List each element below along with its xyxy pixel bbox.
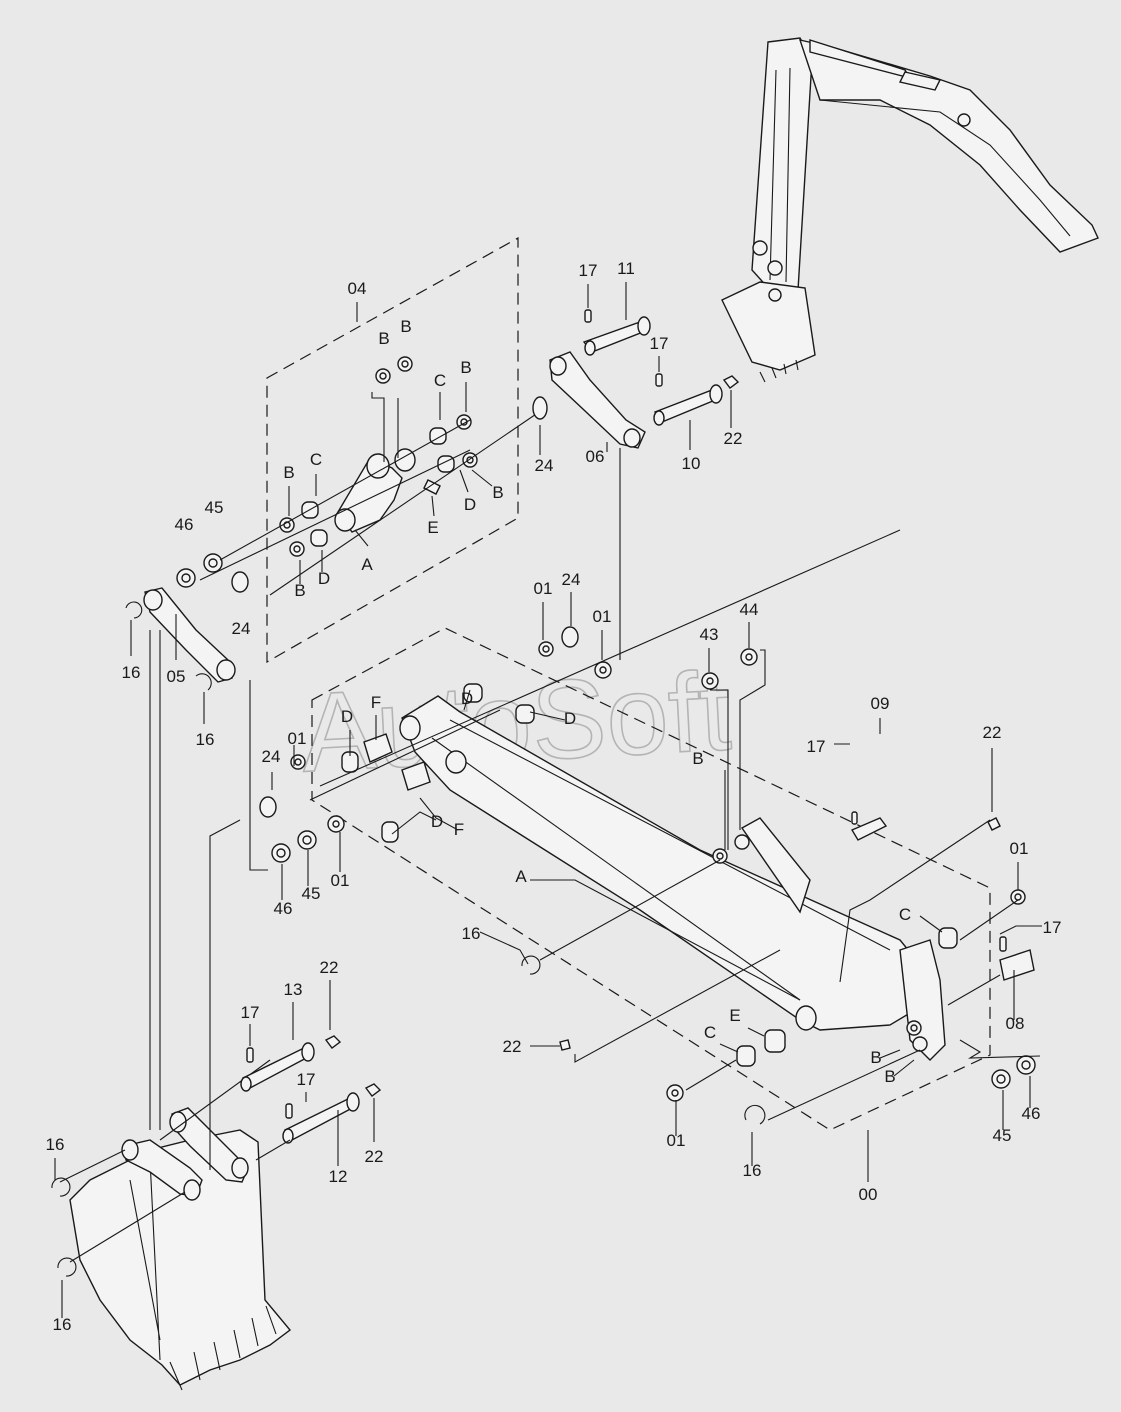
callout-label: A	[515, 867, 527, 886]
main-arm-a	[399, 695, 946, 1061]
callout-label: 04	[348, 279, 367, 298]
callout-label: 46	[274, 899, 293, 918]
callout-label: 01	[534, 579, 553, 598]
callout-label: 10	[682, 454, 701, 473]
arm-bushings	[259, 626, 1036, 1125]
callout-label: F	[371, 693, 381, 712]
callout-label: B	[692, 749, 703, 768]
callout-label: 17	[1043, 918, 1062, 937]
callout-label: C	[704, 1023, 716, 1042]
callout-label: 01	[1010, 839, 1029, 858]
callout-label: F	[454, 820, 464, 839]
callout-label: C	[899, 905, 911, 924]
assembly-04-boundary	[266, 236, 519, 664]
link-06	[532, 351, 646, 660]
callout-label: C	[310, 450, 322, 469]
callout-label: B	[884, 1067, 895, 1086]
callout-label: 05	[167, 667, 186, 686]
callout-label: 16	[462, 924, 481, 943]
callout-label: D	[464, 495, 476, 514]
callout-label: 44	[740, 600, 759, 619]
callout-label: 12	[329, 1167, 348, 1186]
callout-label: 45	[993, 1126, 1012, 1145]
callout-label: 13	[284, 980, 303, 999]
callout-label: 01	[667, 1131, 686, 1150]
callout-label: B	[283, 463, 294, 482]
callout-label: 06	[586, 447, 605, 466]
callout-label: 17	[297, 1070, 316, 1089]
callout-label: 24	[562, 570, 581, 589]
callout-label: D	[564, 709, 576, 728]
callout-label: 16	[122, 663, 141, 682]
callout-label: 01	[331, 871, 350, 890]
callout-label: 46	[175, 515, 194, 534]
callout-label: 16	[46, 1135, 65, 1154]
assembly-00-boundary	[311, 627, 991, 1131]
callout-label: 43	[700, 625, 719, 644]
callout-label: 46	[1022, 1104, 1041, 1123]
callout-label: 00	[859, 1185, 878, 1204]
callout-label: 16	[196, 730, 215, 749]
callout-label: 17	[579, 261, 598, 280]
callout-label: 22	[320, 958, 339, 977]
bucket-assembly	[51, 819, 382, 1391]
link-arm-a	[334, 448, 416, 547]
callout-label: E	[729, 1006, 740, 1025]
callout-label: 17	[807, 737, 826, 756]
bushings-and-washers	[176, 356, 546, 596]
callout-label: 17	[650, 334, 669, 353]
callout-label: 01	[593, 607, 612, 626]
callout-label: E	[427, 518, 438, 537]
excavator-overview-illustration	[721, 37, 1099, 383]
callout-label: 01	[288, 729, 307, 748]
callout-label: B	[460, 358, 471, 377]
callout-label: 08	[1006, 1014, 1025, 1033]
callout-label: D	[341, 707, 353, 726]
callout-label: 17	[241, 1003, 260, 1022]
callout-label: D	[318, 569, 330, 588]
callout-label: B	[400, 317, 411, 336]
callout-label: 22	[983, 723, 1002, 742]
callout-label: 16	[743, 1161, 762, 1180]
callout-label: D	[461, 689, 473, 708]
callout-label: B	[870, 1048, 881, 1067]
callout-label: 24	[535, 456, 554, 475]
leader-lines	[271, 529, 1042, 1166]
callout-label: 24	[232, 619, 251, 638]
callout-label: 16	[53, 1315, 72, 1334]
callout-label: C	[434, 371, 446, 390]
callout-label: 22	[503, 1037, 522, 1056]
callout-label: 45	[205, 498, 224, 517]
callout-label: B	[492, 483, 503, 502]
callout-label: D	[431, 812, 443, 831]
link-05	[125, 587, 268, 1130]
callout-label: 11	[617, 259, 635, 278]
callout-label: 22	[365, 1147, 384, 1166]
pins-10-11	[582, 282, 740, 450]
callout-label: B	[294, 581, 305, 600]
callout-label: 09	[871, 694, 890, 713]
callout-label: B	[378, 329, 389, 348]
callout-label: A	[361, 555, 373, 574]
callout-label: 22	[724, 429, 743, 448]
callout-label: 45	[302, 884, 321, 903]
callout-label: 24	[262, 747, 281, 766]
